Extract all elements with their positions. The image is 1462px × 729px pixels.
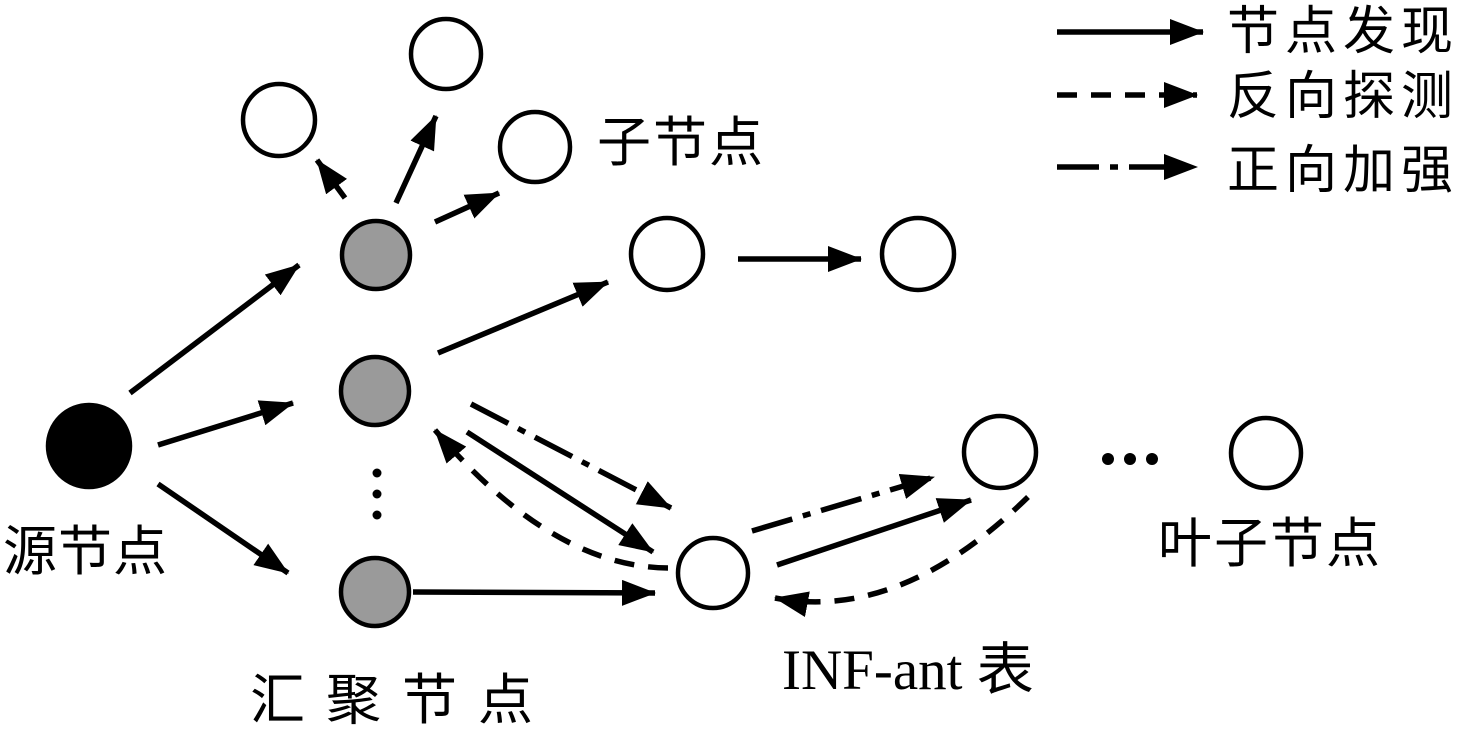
node-leaf-1: [961, 413, 1039, 491]
legend-label-node-discovery: 节点发现: [1227, 4, 1459, 61]
vertical-ellipsis-dot-1: [372, 468, 382, 478]
label-infant-table: INF-ant 表: [782, 639, 1034, 702]
edge-agg2-infant-reinforce: [469, 401, 673, 511]
node-child-2: [408, 16, 484, 92]
node-aggregation-1: [339, 218, 413, 292]
node-layer: [45, 16, 1304, 629]
edge-source-agg3: [156, 481, 290, 576]
edge-leaf1-infant-backprobe: [774, 495, 1030, 617]
horizontal-ellipsis-dot-3: [1146, 453, 1158, 465]
label-layer: 源节点 汇聚节点 子节点 INF-ant 表 叶子节点 节点发现 反向探测 正向…: [3, 4, 1459, 729]
edge-infant-agg2-backprobe: [432, 428, 669, 571]
label-leaf-node: 叶子节点: [1158, 514, 1382, 574]
legend-arrow-layer: [1057, 19, 1204, 180]
node-relay-2: [879, 215, 957, 293]
node-source: [45, 402, 133, 490]
horizontal-ellipsis-dot-1: [1102, 453, 1114, 465]
node-infant: [675, 535, 751, 611]
edge-agg2-infant: [465, 429, 655, 555]
node-aggregation-3: [338, 555, 412, 629]
vertical-ellipsis-dot-2: [372, 489, 382, 499]
edge-agg1-child1: [314, 158, 348, 200]
edge-source-agg2: [157, 400, 294, 448]
node-relay-1: [628, 215, 706, 293]
label-source-node: 源节点: [3, 522, 168, 582]
edge-source-agg1: [128, 262, 301, 396]
ellipsis-layer: [372, 453, 1158, 520]
edge-agg1-child2: [393, 114, 439, 205]
node-leaf-2: [1228, 415, 1304, 491]
node-child-3: [497, 109, 573, 185]
label-child-node: 子节点: [597, 113, 765, 173]
node-aggregation-2: [338, 354, 412, 428]
edge-layer: [128, 114, 1030, 617]
edge-infant-leaf1: [776, 497, 972, 568]
label-aggregation-node: 汇聚节点: [250, 670, 554, 729]
legend-label-forward-reinforce: 正向加强: [1227, 143, 1459, 200]
legend-label-backward-probe: 反向探测: [1227, 69, 1459, 126]
node-child-1: [240, 81, 318, 159]
edge-agg1-child3: [433, 190, 501, 225]
edge-agg3-infant: [412, 579, 656, 606]
vertical-ellipsis-dot-3: [372, 510, 382, 520]
edge-infant-leaf1-reinforce: [751, 473, 935, 534]
edge-agg2-relay1: [436, 279, 610, 356]
horizontal-ellipsis-dot-2: [1124, 453, 1136, 465]
